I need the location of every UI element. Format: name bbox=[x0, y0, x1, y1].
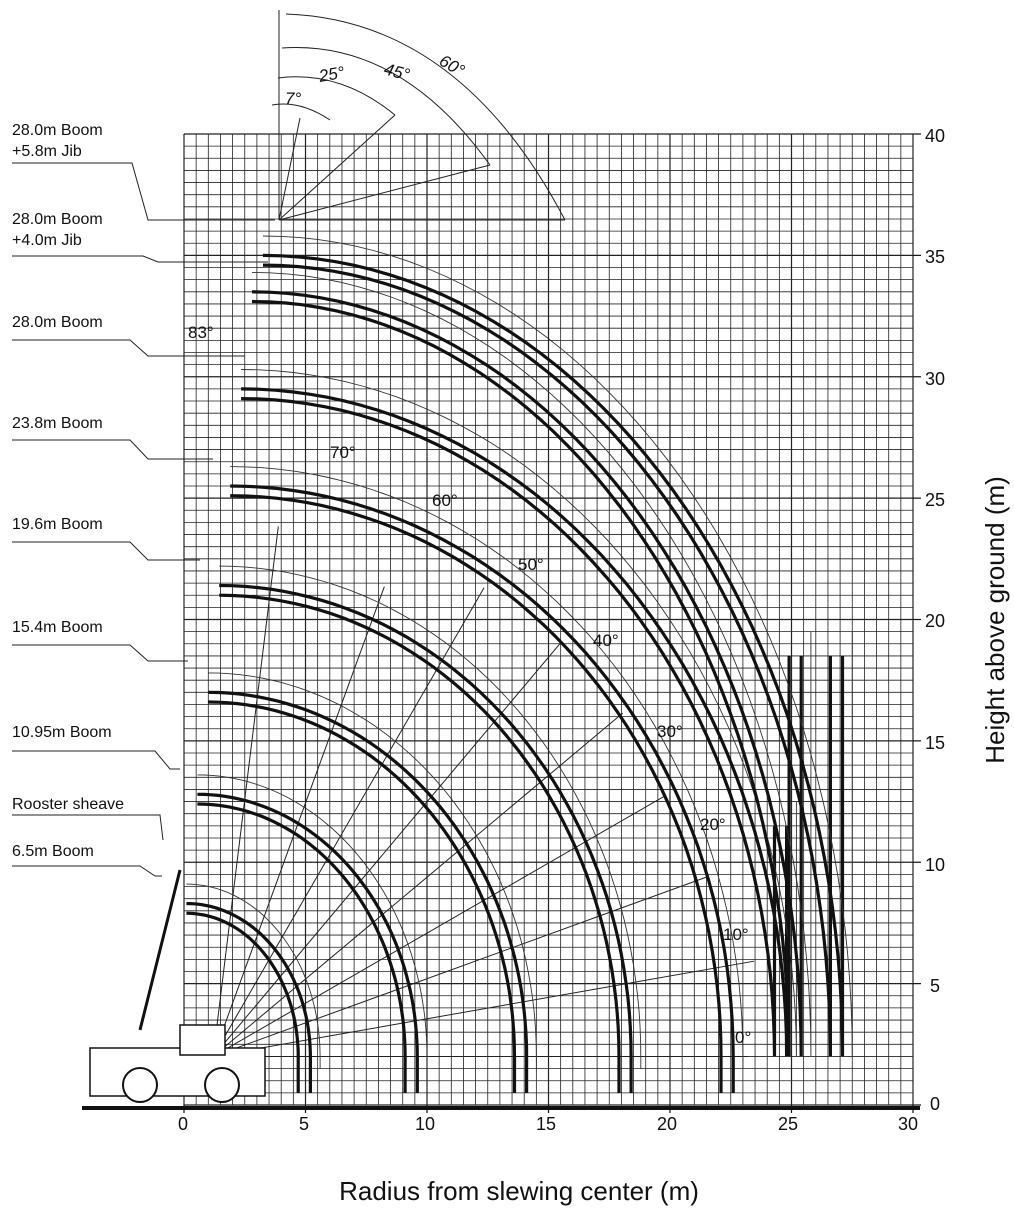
crane-boom bbox=[138, 869, 182, 1031]
boom-curve-7 bbox=[262, 253, 845, 1057]
angle-line-83 bbox=[212, 526, 279, 1057]
boom-angle-lines bbox=[212, 526, 755, 1057]
offset-label-60: 60° bbox=[436, 51, 468, 80]
y-tick-label: 20 bbox=[925, 611, 945, 631]
boom-curve-inner-1 bbox=[197, 802, 407, 1093]
label-28m-boom-5.8m-jib: 28.0m Boom +5.8m Jib bbox=[12, 122, 103, 160]
boom-curve-outer-0 bbox=[186, 883, 321, 1069]
boom-curve-outer-4 bbox=[230, 466, 744, 1069]
angle-line-70 bbox=[212, 586, 385, 1057]
y-tick-label: 40 bbox=[925, 126, 945, 146]
y-tick-label: 5 bbox=[930, 976, 940, 996]
boom-curve-outer-7 bbox=[262, 235, 853, 1057]
label-leader bbox=[12, 865, 162, 877]
x-tick-label: 15 bbox=[536, 1114, 556, 1134]
label-15.4m-boom: 15.4m Boom bbox=[12, 619, 103, 636]
angle-label-30: 30° bbox=[657, 722, 683, 741]
label-leader bbox=[12, 750, 180, 770]
label-28m-boom: 28.0m Boom bbox=[12, 314, 103, 331]
label-leader bbox=[12, 439, 213, 460]
x-tick-label: 0 bbox=[178, 1114, 188, 1134]
boom-curve-inner-6 bbox=[251, 299, 791, 1057]
x-axis-title: Radius from slewing center (m) bbox=[339, 1176, 699, 1206]
offset-arc-45 bbox=[281, 47, 491, 166]
offset-arc-7 bbox=[271, 103, 331, 121]
label-leader bbox=[12, 644, 188, 662]
angle-label-0: 0° bbox=[735, 1028, 751, 1047]
label-leader bbox=[12, 255, 268, 263]
offset-label-7: 7° bbox=[285, 89, 301, 108]
offset-arc-25 bbox=[277, 76, 396, 116]
boom-curve-6 bbox=[251, 290, 803, 1057]
boom-curve-inner-2 bbox=[208, 700, 517, 1093]
offset-line bbox=[278, 117, 301, 221]
boom-curve-5 bbox=[241, 387, 789, 1057]
angle-label-50: 50° bbox=[518, 555, 544, 574]
label-6.5m-boom: 6.5m Boom bbox=[12, 843, 94, 860]
angle-line-60 bbox=[212, 587, 485, 1057]
angle-label-83: 83° bbox=[188, 323, 214, 342]
x-tick-label: 25 bbox=[778, 1114, 798, 1134]
angle-line-50 bbox=[212, 641, 562, 1057]
boom-curve-4 bbox=[230, 484, 735, 1093]
offset-line bbox=[278, 114, 396, 221]
boom-curve-inner-0 bbox=[186, 911, 300, 1093]
label-10.95m-boom: 10.95m Boom bbox=[12, 724, 112, 741]
angle-line-10 bbox=[213, 960, 755, 1057]
grid bbox=[82, 133, 921, 1113]
label-leader bbox=[12, 162, 275, 221]
label-23.8m-boom: 23.8m Boom bbox=[12, 415, 103, 432]
x-tick-label: 20 bbox=[657, 1114, 677, 1134]
angle-label-70: 70° bbox=[330, 443, 356, 462]
offset-label-45: 45° bbox=[382, 60, 412, 85]
angle-label-60: 60° bbox=[432, 491, 458, 510]
boom-curve-3 bbox=[219, 583, 633, 1093]
offset-arc-60 bbox=[285, 13, 566, 221]
boom-curve-inner-4 bbox=[230, 494, 723, 1093]
crane-wheel bbox=[204, 1067, 240, 1103]
angle-label-20: 20° bbox=[700, 815, 726, 834]
offset-line bbox=[278, 164, 491, 221]
boom-curve-outer-1 bbox=[197, 774, 428, 1069]
boom-curve-inner-7 bbox=[262, 263, 832, 1057]
y-tick-label: 30 bbox=[925, 369, 945, 389]
label-rooster-sheave: Rooster sheave bbox=[12, 796, 125, 813]
angle-label-10: 10° bbox=[723, 925, 749, 944]
y-tick-label: 35 bbox=[925, 247, 945, 267]
boom-curve-outer-6 bbox=[251, 271, 812, 1057]
boom-curve-0 bbox=[186, 901, 312, 1093]
x-tick-label: 30 bbox=[898, 1114, 918, 1134]
offset-label-25: 25° bbox=[316, 63, 346, 86]
boom-curve-1 bbox=[197, 792, 419, 1093]
label-19.6m-boom: 19.6m Boom bbox=[12, 516, 103, 533]
angle-line-40 bbox=[212, 712, 624, 1057]
y-tick-label: 10 bbox=[925, 855, 945, 875]
jib-offset-arcs bbox=[271, 10, 566, 221]
label-28m-boom-4m-jib: 28.0m Boom +4.0m Jib bbox=[12, 211, 103, 249]
label-leader bbox=[12, 814, 164, 841]
label-leaders bbox=[12, 162, 275, 877]
boom-curve-outer-3 bbox=[219, 565, 642, 1069]
y-tick-label: 15 bbox=[925, 733, 945, 753]
crane-wheel bbox=[122, 1067, 158, 1103]
boom-curves bbox=[186, 235, 853, 1093]
angle-line-30 bbox=[212, 796, 664, 1057]
boom-curve-outer-2 bbox=[208, 672, 537, 1069]
boom-curve-inner-5 bbox=[241, 397, 777, 1057]
y-axis-title: Height above ground (m) bbox=[980, 476, 1010, 764]
boom-curve-outer-5 bbox=[241, 369, 797, 1057]
angle-label-40: 40° bbox=[593, 631, 619, 650]
y-tick-label: 25 bbox=[925, 490, 945, 510]
x-tick-label: 5 bbox=[299, 1114, 309, 1134]
label-leader bbox=[12, 541, 200, 561]
crane-cab bbox=[179, 1024, 226, 1056]
label-leader bbox=[12, 339, 245, 357]
boom-curve-2 bbox=[208, 690, 529, 1093]
x-tick-label: 10 bbox=[415, 1114, 435, 1134]
y-tick-label: 0 bbox=[930, 1094, 940, 1114]
boom-curve-inner-3 bbox=[219, 593, 621, 1093]
crane-illustration bbox=[89, 869, 266, 1103]
